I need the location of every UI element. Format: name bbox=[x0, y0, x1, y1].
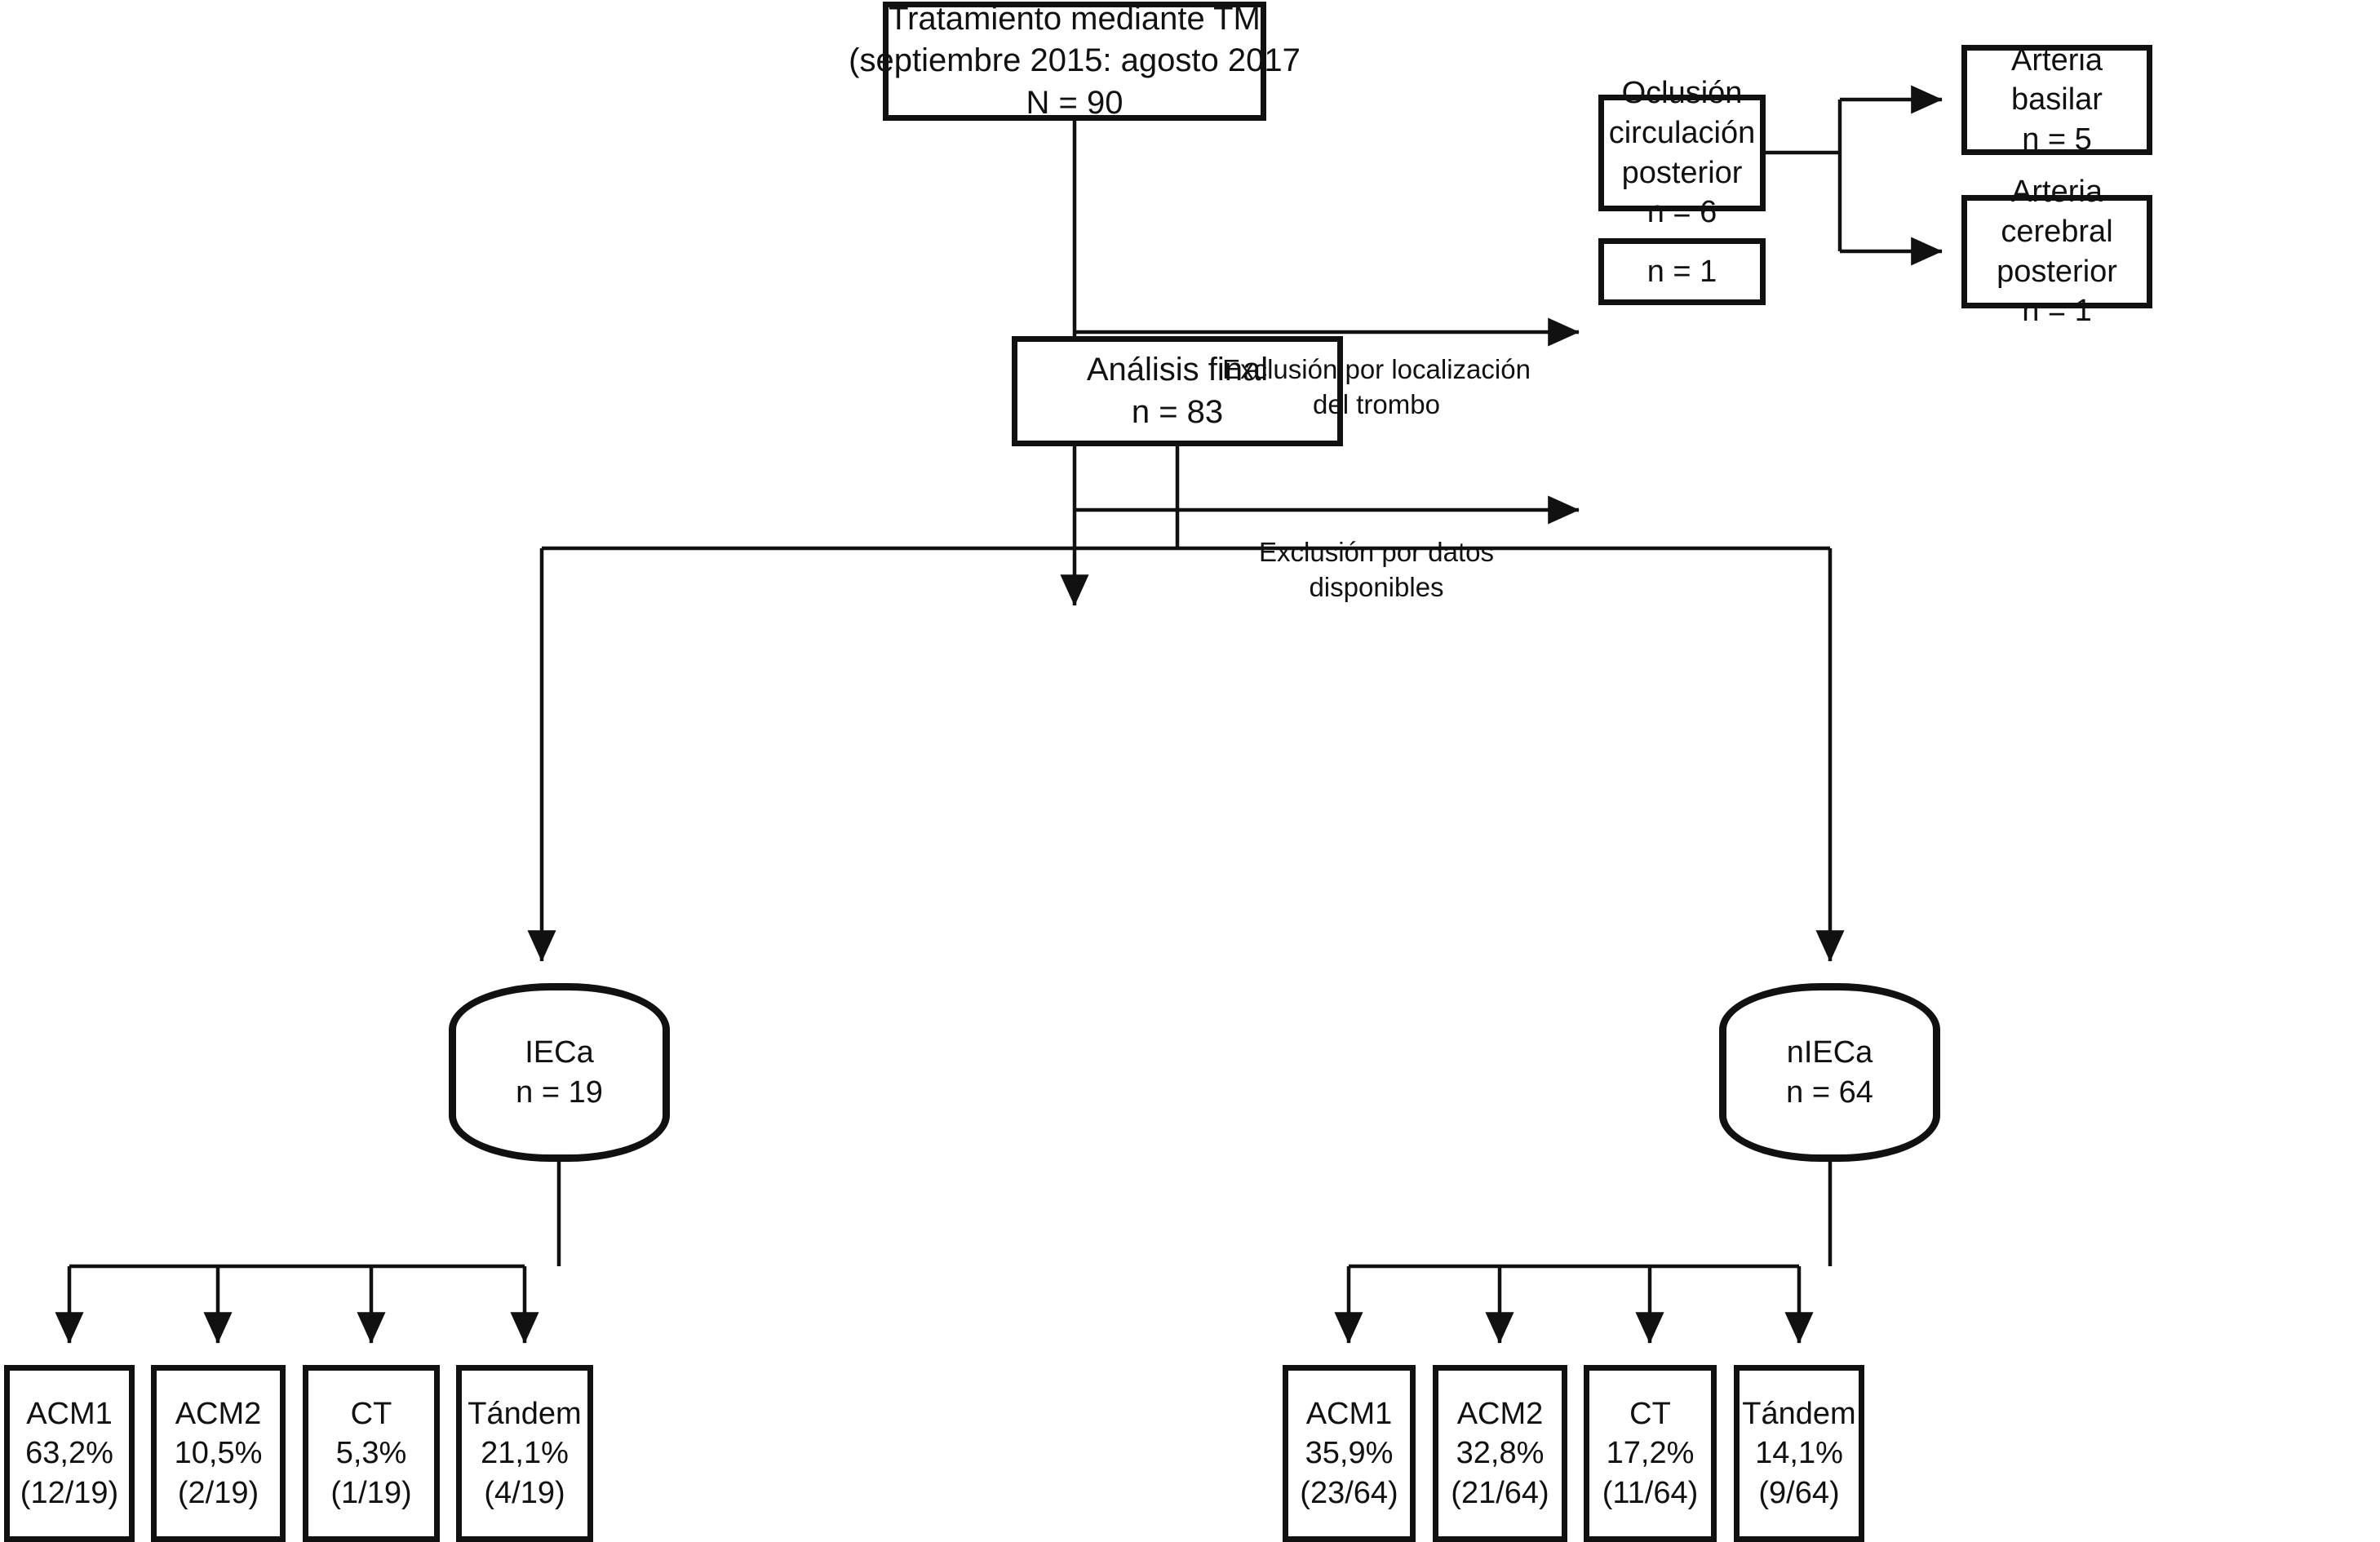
leaf-fraction: (4/19) bbox=[484, 1475, 565, 1510]
node-line: (septiembre 2015: agosto 2017 bbox=[849, 42, 1301, 79]
node-line: Arteria bbox=[2011, 42, 2103, 78]
leaf-label: ACM2 bbox=[175, 1396, 262, 1431]
node-line: basilar bbox=[2011, 82, 2103, 117]
leaf-label: ACM2 bbox=[1456, 1396, 1544, 1431]
leaf-node: ACM2 32,8% (21/64) bbox=[1433, 1365, 1567, 1542]
node-posterior-circulation-occlusion: Oclusión circulación posterior n = 6 bbox=[1598, 76, 1766, 229]
leaf-label: Tándem bbox=[468, 1396, 582, 1431]
leaf-node: Tándem 21,1% (4/19) bbox=[456, 1365, 593, 1542]
edge-label-line: Exclusión por datos bbox=[1259, 537, 1494, 567]
node-line: n = 64 bbox=[1786, 1075, 1873, 1110]
node-line: IECa bbox=[525, 1035, 594, 1070]
leaf-percent: 14,1% bbox=[1755, 1436, 1843, 1471]
node-line: Tratamiento mediante TM bbox=[889, 1, 1261, 38]
edge-label-line: disponibles bbox=[1309, 571, 1444, 602]
node-line: nIECa bbox=[1786, 1035, 1873, 1070]
leaf-fraction: (23/64) bbox=[1300, 1475, 1398, 1510]
leaf-node: CT 5,3% (1/19) bbox=[303, 1365, 440, 1542]
node-final-analysis: Análisis final n = 83 bbox=[1012, 336, 1343, 446]
leaf-node: Tándem 14,1% (9/64) bbox=[1734, 1365, 1864, 1542]
edge-label-line: Exclusión por localización bbox=[1222, 354, 1531, 384]
node-posterior-cerebral-artery: Arteria cerebral posterior n = 1 bbox=[1961, 175, 2152, 328]
leaf-label: ACM1 bbox=[1305, 1396, 1393, 1431]
leaf-percent: 21,1% bbox=[481, 1436, 569, 1471]
edge-label-exclusion-data: Exclusión por datos disponibles bbox=[1201, 535, 1552, 605]
edge-label-line: del trombo bbox=[1313, 388, 1440, 419]
leaf-node: ACM1 63,2% (12/19) bbox=[4, 1365, 135, 1542]
node-line: n = 1 bbox=[1646, 254, 1717, 289]
node-line: N = 90 bbox=[1026, 84, 1124, 121]
node-line: Arteria bbox=[2011, 175, 2103, 210]
node-line: posterior bbox=[1621, 155, 1743, 190]
node-line: n = 1 bbox=[2022, 294, 2092, 329]
leaf-label: CT bbox=[1629, 1396, 1671, 1431]
node-treatment-root: Tratamiento mediante TM (septiembre 2015… bbox=[849, 1, 1301, 121]
leaf-fraction: (12/19) bbox=[20, 1475, 119, 1510]
leaf-fraction: (21/64) bbox=[1451, 1475, 1549, 1510]
node-line: Análisis final bbox=[1086, 352, 1269, 388]
node-line: n = 6 bbox=[1646, 195, 1717, 230]
edge-label-exclusion-location: Exclusión por localización del trombo bbox=[1201, 352, 1552, 423]
leaf-percent: 17,2% bbox=[1606, 1436, 1695, 1471]
node-line: n = 83 bbox=[1131, 393, 1224, 430]
leaf-node: CT 17,2% (11/64) bbox=[1584, 1365, 1717, 1542]
node-line: n = 19 bbox=[516, 1075, 603, 1110]
leaf-label: Tándem bbox=[1742, 1396, 1856, 1431]
leaf-percent: 32,8% bbox=[1456, 1436, 1545, 1471]
node-basilar-artery: Arteria basilar n = 5 bbox=[1961, 43, 2152, 157]
node-nieca-group: nIECa n = 64 bbox=[1719, 983, 1940, 1162]
leaf-percent: 35,9% bbox=[1305, 1436, 1394, 1471]
leaf-fraction: (1/19) bbox=[330, 1475, 412, 1510]
node-excluded-missing-data: n = 1 bbox=[1598, 238, 1766, 305]
leaf-percent: 63,2% bbox=[25, 1436, 113, 1471]
leaf-fraction: (2/19) bbox=[177, 1475, 259, 1510]
node-line: Oclusión bbox=[1621, 76, 1743, 111]
leaf-node: ACM1 35,9% (23/64) bbox=[1283, 1365, 1416, 1542]
leaf-label: ACM1 bbox=[26, 1396, 113, 1431]
leaf-percent: 10,5% bbox=[174, 1436, 263, 1471]
leaf-node: ACM2 10,5% (2/19) bbox=[151, 1365, 286, 1542]
node-ieca-group: IECa n = 19 bbox=[449, 983, 670, 1162]
node-line: posterior bbox=[1997, 254, 2117, 289]
leaf-label: CT bbox=[350, 1396, 392, 1431]
node-line: n = 5 bbox=[2022, 122, 2092, 157]
leaf-fraction: (11/64) bbox=[1602, 1475, 1699, 1510]
leaf-percent: 5,3% bbox=[335, 1436, 407, 1471]
node-line: cerebral bbox=[2001, 214, 2113, 249]
node-line: circulación bbox=[1608, 115, 1756, 150]
leaf-fraction: (9/64) bbox=[1758, 1475, 1840, 1510]
